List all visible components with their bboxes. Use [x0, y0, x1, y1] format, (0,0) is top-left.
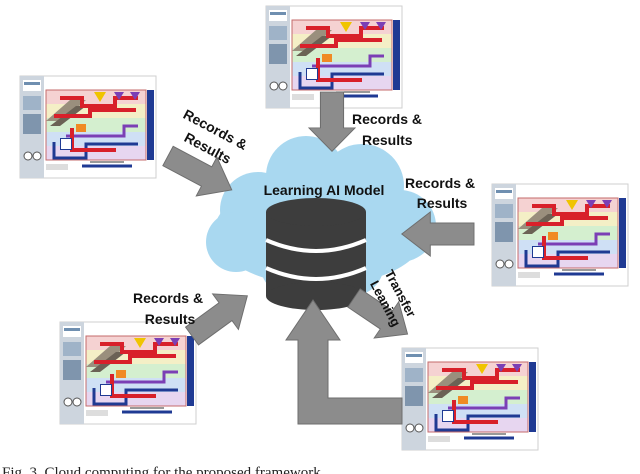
workstation-panel-left — [18, 74, 158, 180]
arrow-bottom-right-return — [285, 299, 403, 425]
workstation-panel-bottom-right — [400, 346, 540, 452]
workstation-panel-right — [490, 182, 630, 288]
flow-label-right: Records & Results — [405, 175, 479, 211]
workstation-panel-bottom-left — [58, 320, 198, 426]
cloud-title: Learning AI Model — [264, 182, 385, 198]
database-icon — [265, 198, 367, 310]
flow-label-top: Records & Results — [352, 111, 426, 148]
figure-caption: Fig. 3. Cloud computing for the proposed… — [2, 465, 324, 474]
flow-label-bottom-left: Records & Results — [133, 290, 207, 327]
